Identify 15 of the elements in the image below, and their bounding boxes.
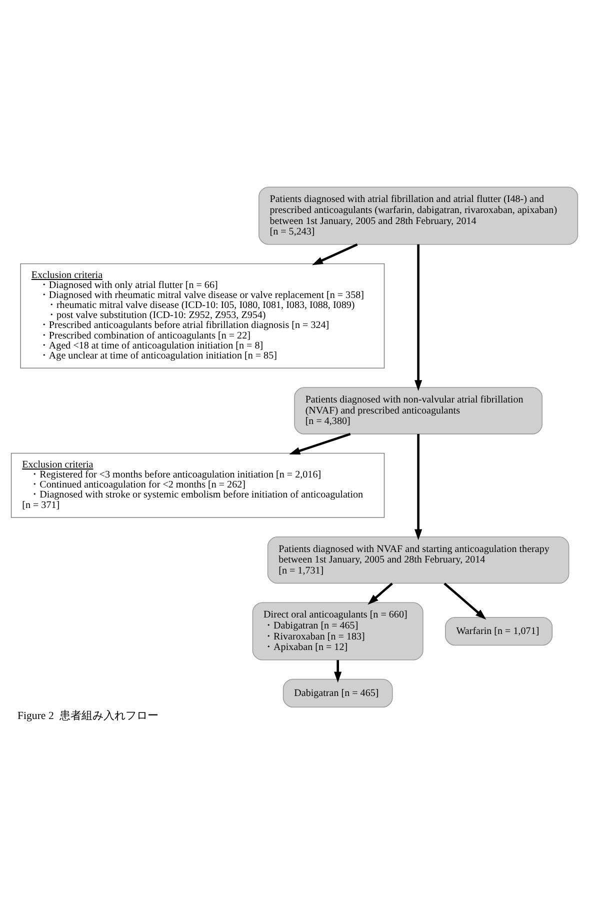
node-box: Patients diagnosed with non-valvular atrial fibrillation (NVAF) and prescribed anticoagulants [n = 4,380]	[294, 387, 543, 434]
node-box: Warfarin [n = 1,071]	[445, 616, 553, 646]
arrow	[444, 582, 486, 620]
caption: Figure 2 患者組み入れフロー	[17, 710, 158, 722]
arrow	[334, 660, 342, 683]
arrow	[414, 434, 422, 540]
node-box: Patients diagnosed with NVAF and starting anticoagulation therapy between 1st January, 2005 and 28th February, 2014 [n = 1,731]	[267, 536, 570, 584]
node-box: Exclusion criteria ・Diagnosed with only atrial flutter [n = 66] ・Diagnosed with rheumatic mitral valve disease or valve replacement [n = 358] ・rheumatic mitral valve disease (ICD-10: I05, I080, I081, I083, I088, I089) ・post valve substitution (ICD-10: Z952, Z953, Z954) ・Prescribed anticoagulants before atrial fibrillation diagnosis [n = 324] ・Prescribed combination of anticoagulants [n = 22] ・Aged <18 at time of anticoagulation initiation [n = 8] ・Age unclear at time of anticoagulation initiation [n = 85]	[20, 263, 385, 369]
arrow	[368, 582, 393, 605]
node-box: Dabigatran [n = 465]	[282, 678, 393, 708]
node-box: Exclusion criteria ・Registered for <3 months before anticoagulation initiation [n = 2,016] ・Continued anticoagulation for <2 months [n = 262] ・Diagnosed with stroke or systemic embolism before initiation of anticoagulation [n = 371]	[10, 452, 385, 518]
node-box: Patients diagnosed with atrial fibrillation and atrial flutter (I48-) and prescribed anticoagulants (warfarin, dabigatran, rivaroxaban, apixaban) between 1st January, 2005 and 28th February, 2014 [n = 5,243]	[258, 186, 578, 245]
arrow	[312, 243, 358, 266]
arrow	[414, 244, 422, 391]
node-box: Direct oral anticoagulants [n = 660] ・Dabigatran [n = 465] ・Rivaroxaban [n = 183] ・Apixaban [n = 12]	[252, 602, 424, 660]
